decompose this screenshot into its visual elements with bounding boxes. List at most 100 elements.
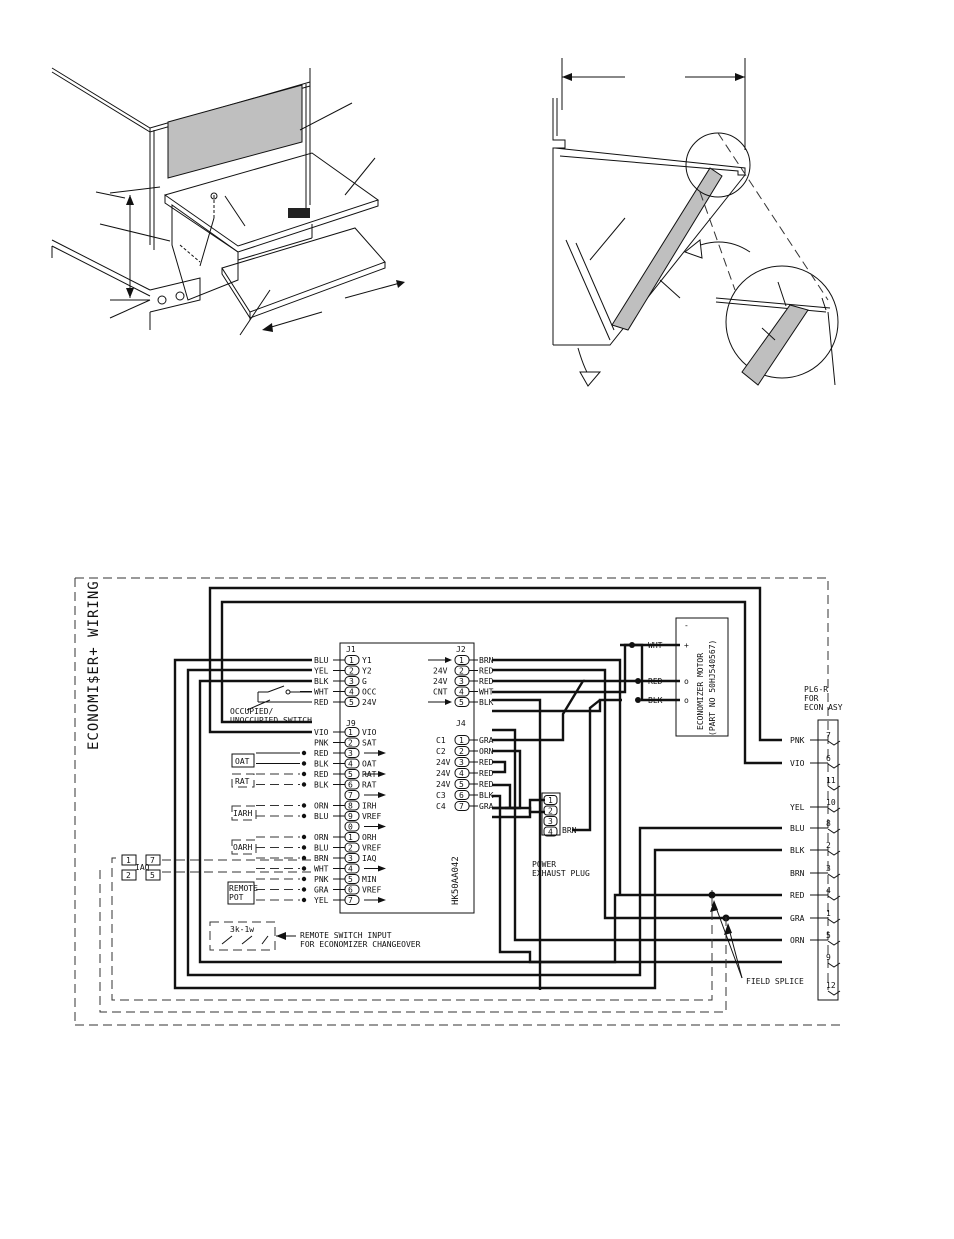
plug-pin-number: 5 [826,931,831,940]
j1-pin-label: G [362,677,367,686]
j4-pin-number: 2 [459,747,464,756]
j4-pin-label: 24V [436,780,451,789]
j2-wire-color: BLK [479,698,494,707]
j9-wire-color: BLU [314,812,329,821]
plug-wire-color: BLU [790,824,805,833]
hood-section-illustration [552,58,839,387]
j9-wire-color: ORN [314,802,329,811]
j1-wire-color: BLU [314,656,329,665]
j9-pin-number: 9 [348,812,353,821]
plug-wire-color: VIO [790,759,805,768]
j9-wire-color: PNK [314,875,329,884]
j9-pin-label: VREF [362,812,381,821]
j9-pin-label: VREF [362,886,381,895]
motor-term-wht: WHT [648,641,663,650]
j9-wire-color: BLK [314,781,329,790]
plug-wire-color: ORN [790,936,805,945]
j9-wire-color: RED [314,749,329,758]
plug-pin-number: 9 [826,953,831,962]
plug-pin-number: 11 [826,776,836,785]
j1-pin-number: 1 [349,656,354,665]
j2-pin-number: 1 [459,656,464,665]
j2-wire-color: RED [479,667,494,676]
j4-wire-color: RED [479,769,494,778]
j9-pin-number: 4 [348,760,353,769]
j4-pin-label: C2 [436,747,446,756]
j9-pin-label: OAT [362,760,377,769]
j4-pin-number: 6 [459,791,464,800]
j4-pin-label: 24V [436,758,451,767]
wiring-title: ECONOMI$ER+ WIRING [86,580,102,750]
plug-pin-number: 8 [826,819,831,828]
j9-pin-number: 1 [348,833,353,842]
j9-pin-number: 5 [348,770,353,779]
j4-wire-color: ORN [479,747,494,756]
plug-pin-number: 4 [826,886,831,895]
j9-pin-label: VIO [362,728,377,737]
j2-pin-number: 2 [459,667,464,676]
iaq-pin-2: 2 [126,871,131,880]
j4-pin-number: 4 [459,769,464,778]
j1-wire-color: YEL [314,667,329,676]
j9-pin-label: VREF [362,844,381,853]
j4-pin-label: C4 [436,802,446,811]
board-part-number: HK50AA042 [451,856,461,905]
field-splice: FIELD SPLICE [710,900,804,986]
plug-pin-number: 1 [826,909,831,918]
j9-pin-number: 5 [348,875,353,884]
j9-pin-number: 2 [348,844,353,853]
j9-wire-color: BLU [314,844,329,853]
j9-pin-number: 3 [348,854,353,863]
j9-pin-label: SAT [362,739,377,748]
plug-pin-number: 3 [826,864,831,873]
j1-pin-number: 5 [349,698,354,707]
j9-pin-label: ORH [362,833,377,842]
power-exhaust-pin [543,816,558,826]
j4-pin-number: 1 [459,736,464,745]
wiring-diagram: ECONOMI$ER+ WIRING HK50AA042 J1 J2 J9 J4… [74,577,843,1026]
j9-wire-color: YEL [314,896,329,905]
j9-pin-number: 6 [348,886,353,895]
j4-wire-color: BLK [479,791,494,800]
remote-switch-part: 3k-1w [230,925,254,934]
plug-pin-number: 10 [826,798,836,807]
j1-pin-label: OCC [362,688,377,697]
j1-wire-color: WHT [314,688,329,697]
iaq-sensor: 1 2 7 5 IAQ [99,854,727,1013]
j9-wire-color: GRA [314,886,329,895]
motor-symbol-o2: o [684,696,689,705]
j9-pin-label: MIN [362,875,377,884]
j4-pin-number: 7 [459,802,464,811]
j4-wire-color: GRA [479,802,494,811]
j9-wire-color: ORN [314,833,329,842]
j9-pin-label: IAQ [362,854,377,863]
j9-pin-number: 4 [348,865,353,874]
j4-wire-color: RED [479,780,494,789]
iaq-pin-7: 7 [150,856,155,865]
plug-pin-number: 2 [826,841,831,850]
j1-pin-number: 3 [349,677,354,686]
j1-label: J1 [346,645,356,654]
j1-pin-number: 4 [349,688,354,697]
power-exhaust-pin-number: 3 [548,817,553,826]
j9-pin-number: 7 [348,791,353,800]
economizer-motor: ECONOMIZER MOTOR (PART NO 50HJ540567) WH… [648,617,729,737]
j2-pin-number: 4 [459,688,464,697]
motor-term-blk: BLK [648,696,663,705]
oarh-sensor-label: OARH [233,843,252,852]
rat-sensor-label: RAT [235,777,250,786]
j2-pin-label: 24V [433,677,448,686]
j9-pin-label: IRH [362,802,377,811]
j1-pin-number: 2 [349,667,354,676]
iarh-sensor-label: IARH [233,809,252,818]
j9-pin-number: 3 [348,749,353,758]
iaq-pin-1: 1 [126,856,131,865]
